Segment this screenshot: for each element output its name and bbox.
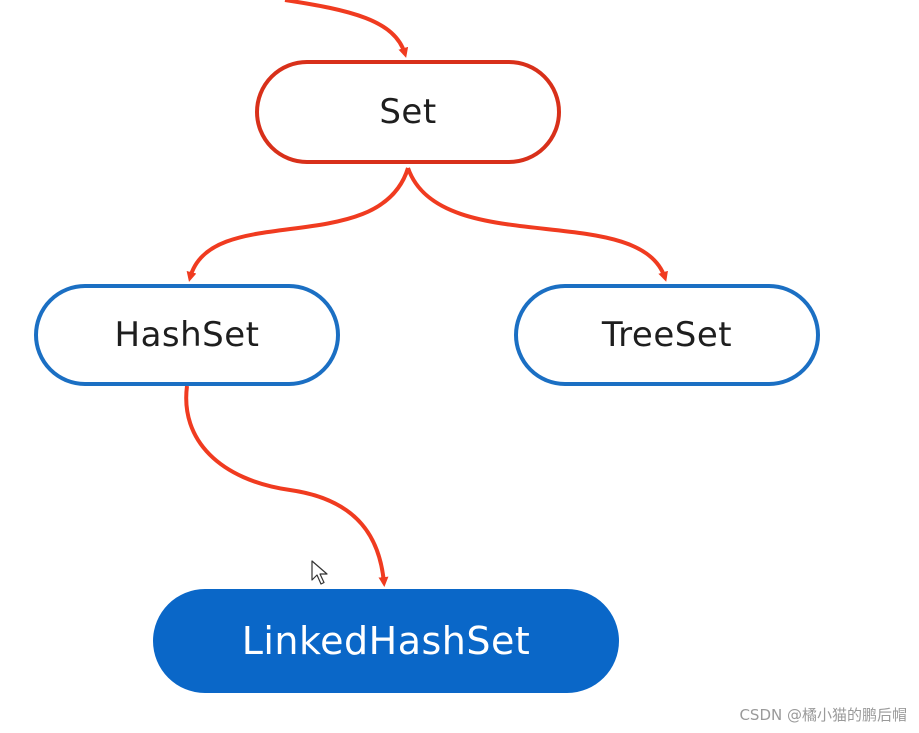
edge-set-to-hashset: [186, 167, 410, 282]
node-set-label: Set: [379, 92, 437, 132]
node-hashset[interactable]: HashSet: [34, 284, 340, 386]
watermark: CSDN @橘小猫的鹏后帽: [739, 706, 907, 724]
edge-incoming-to-set: [284, 0, 409, 58]
node-linkedhashset[interactable]: LinkedHashSet: [153, 589, 619, 693]
node-treeset[interactable]: TreeSet: [514, 284, 820, 386]
node-linkedhashset-label: LinkedHashSet: [241, 619, 531, 663]
node-hashset-label: HashSet: [114, 315, 260, 355]
mouse-pointer-icon: [311, 560, 328, 585]
edge-hashset-to-linkedhashset: [184, 385, 389, 587]
node-set[interactable]: Set: [255, 60, 561, 164]
edge-set-to-treeset: [406, 167, 668, 282]
node-treeset-label: TreeSet: [601, 315, 733, 355]
